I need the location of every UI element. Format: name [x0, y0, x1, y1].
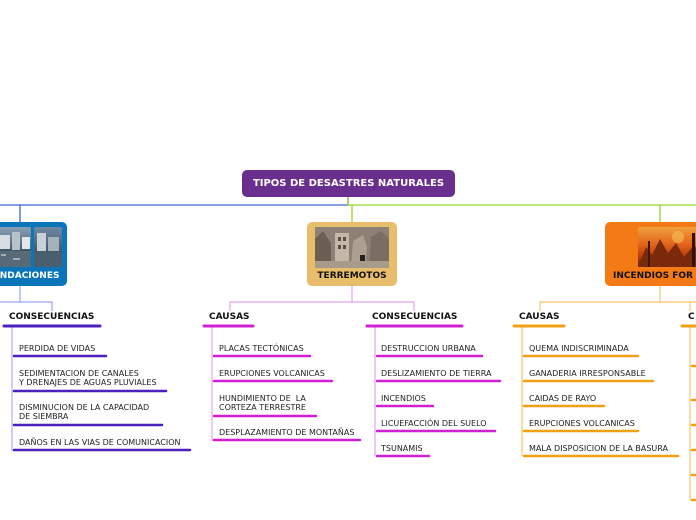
flood-photo-icon [0, 227, 31, 267]
flood-scene-icon [0, 232, 31, 267]
inundaciones-consecuencias-heading[interactable]: CONSECUENCIAS [9, 312, 95, 322]
terremotos-causa-4[interactable]: DESPLAZAMIENTO DE MONTAÑAS [219, 428, 355, 437]
root-title: TIPOS DE DESASTRES NATURALES [252, 178, 445, 189]
incendios-causa-5[interactable]: MALA DISPOSICION DE LA BASURA [529, 444, 668, 453]
terremotos-consecuencias-heading[interactable]: CONSECUENCIAS [372, 312, 458, 322]
incendios-causa-3[interactable]: CAIDAS DE RAYO [529, 394, 597, 403]
terremotos-consecuencia-1[interactable]: DESTRUCCION URBANA [381, 344, 476, 353]
terremotos-connectors [211, 286, 415, 456]
inundaciones-consecuencia-3[interactable]: DISMINUCION DE LA CAPACIDAD DE SIEMBRA [19, 403, 150, 421]
topic-terremotos-label: TERREMOTOS [317, 271, 387, 281]
topic-inundaciones-label: INUNDACIONES [0, 271, 60, 281]
flood-scene-2-icon [34, 233, 62, 267]
incendios-causas-heading[interactable]: CAUSAS [519, 312, 560, 322]
terremotos-consecuencia-4[interactable]: LICUEFACCIÓN DEL SUELO [381, 419, 487, 428]
root-node[interactable]: TIPOS DE DESASTRES NATURALES [242, 170, 455, 197]
incendios-connectors [521, 286, 696, 500]
root-connectors [0, 197, 696, 222]
terremotos-consecuencia-2[interactable]: DESLIZAMIENTO DE TIERRA [381, 369, 492, 378]
topic-terremotos[interactable]: TERREMOTOS [307, 222, 397, 286]
topic-incendios-label: INCENDIOS FOR [613, 271, 693, 281]
terremotos-causa-2[interactable]: ERUPCIONES VOLCANICAS [219, 369, 325, 378]
inundaciones-consecuencia-2[interactable]: SEDIMENTACION DE CANALES Y DRENAJES DE A… [19, 369, 157, 387]
wildfire-scene-icon [638, 231, 696, 267]
terremotos-causa-1[interactable]: PLACAS TECTÓNICAS [219, 344, 304, 353]
incendios-causa-1[interactable]: QUEMA INDISCRIMINADA [529, 344, 629, 353]
terremotos-causa-3[interactable]: HUNDIMIENTO DE LA CORTEZA TERRESTRE [219, 394, 306, 412]
incendios-consecuencias-heading[interactable]: C [688, 312, 695, 322]
incendios-underlines [512, 324, 696, 502]
topic-incendios[interactable]: INCENDIOS FOR [605, 222, 696, 286]
inundaciones-connectors [0, 286, 53, 451]
inundaciones-underlines [2, 324, 192, 452]
earthquake-scene-icon [315, 227, 389, 268]
terremotos-consecuencia-5[interactable]: TSUNAMIS [381, 444, 423, 453]
wildfire-photo-icon [638, 227, 696, 267]
incendios-causa-4[interactable]: ERUPCIONES VOLCANICAS [529, 419, 635, 428]
flood-photo-2-icon [34, 227, 62, 267]
inundaciones-consecuencia-4[interactable]: DAÑOS EN LAS VIAS DE COMUNICACION [19, 438, 181, 447]
incendios-causa-2[interactable]: GANADERIA IRRESPONSABLE [529, 369, 646, 378]
terremotos-causas-heading[interactable]: CAUSAS [209, 312, 250, 322]
topic-inundaciones[interactable]: INUNDACIONES [0, 222, 67, 286]
terremotos-underlines [202, 324, 502, 458]
inundaciones-consecuencia-1[interactable]: PERDIDA DE VIDAS [19, 344, 96, 353]
terremotos-consecuencia-3[interactable]: INCENDIOS [381, 394, 426, 403]
earthquake-photo-icon [315, 227, 389, 268]
